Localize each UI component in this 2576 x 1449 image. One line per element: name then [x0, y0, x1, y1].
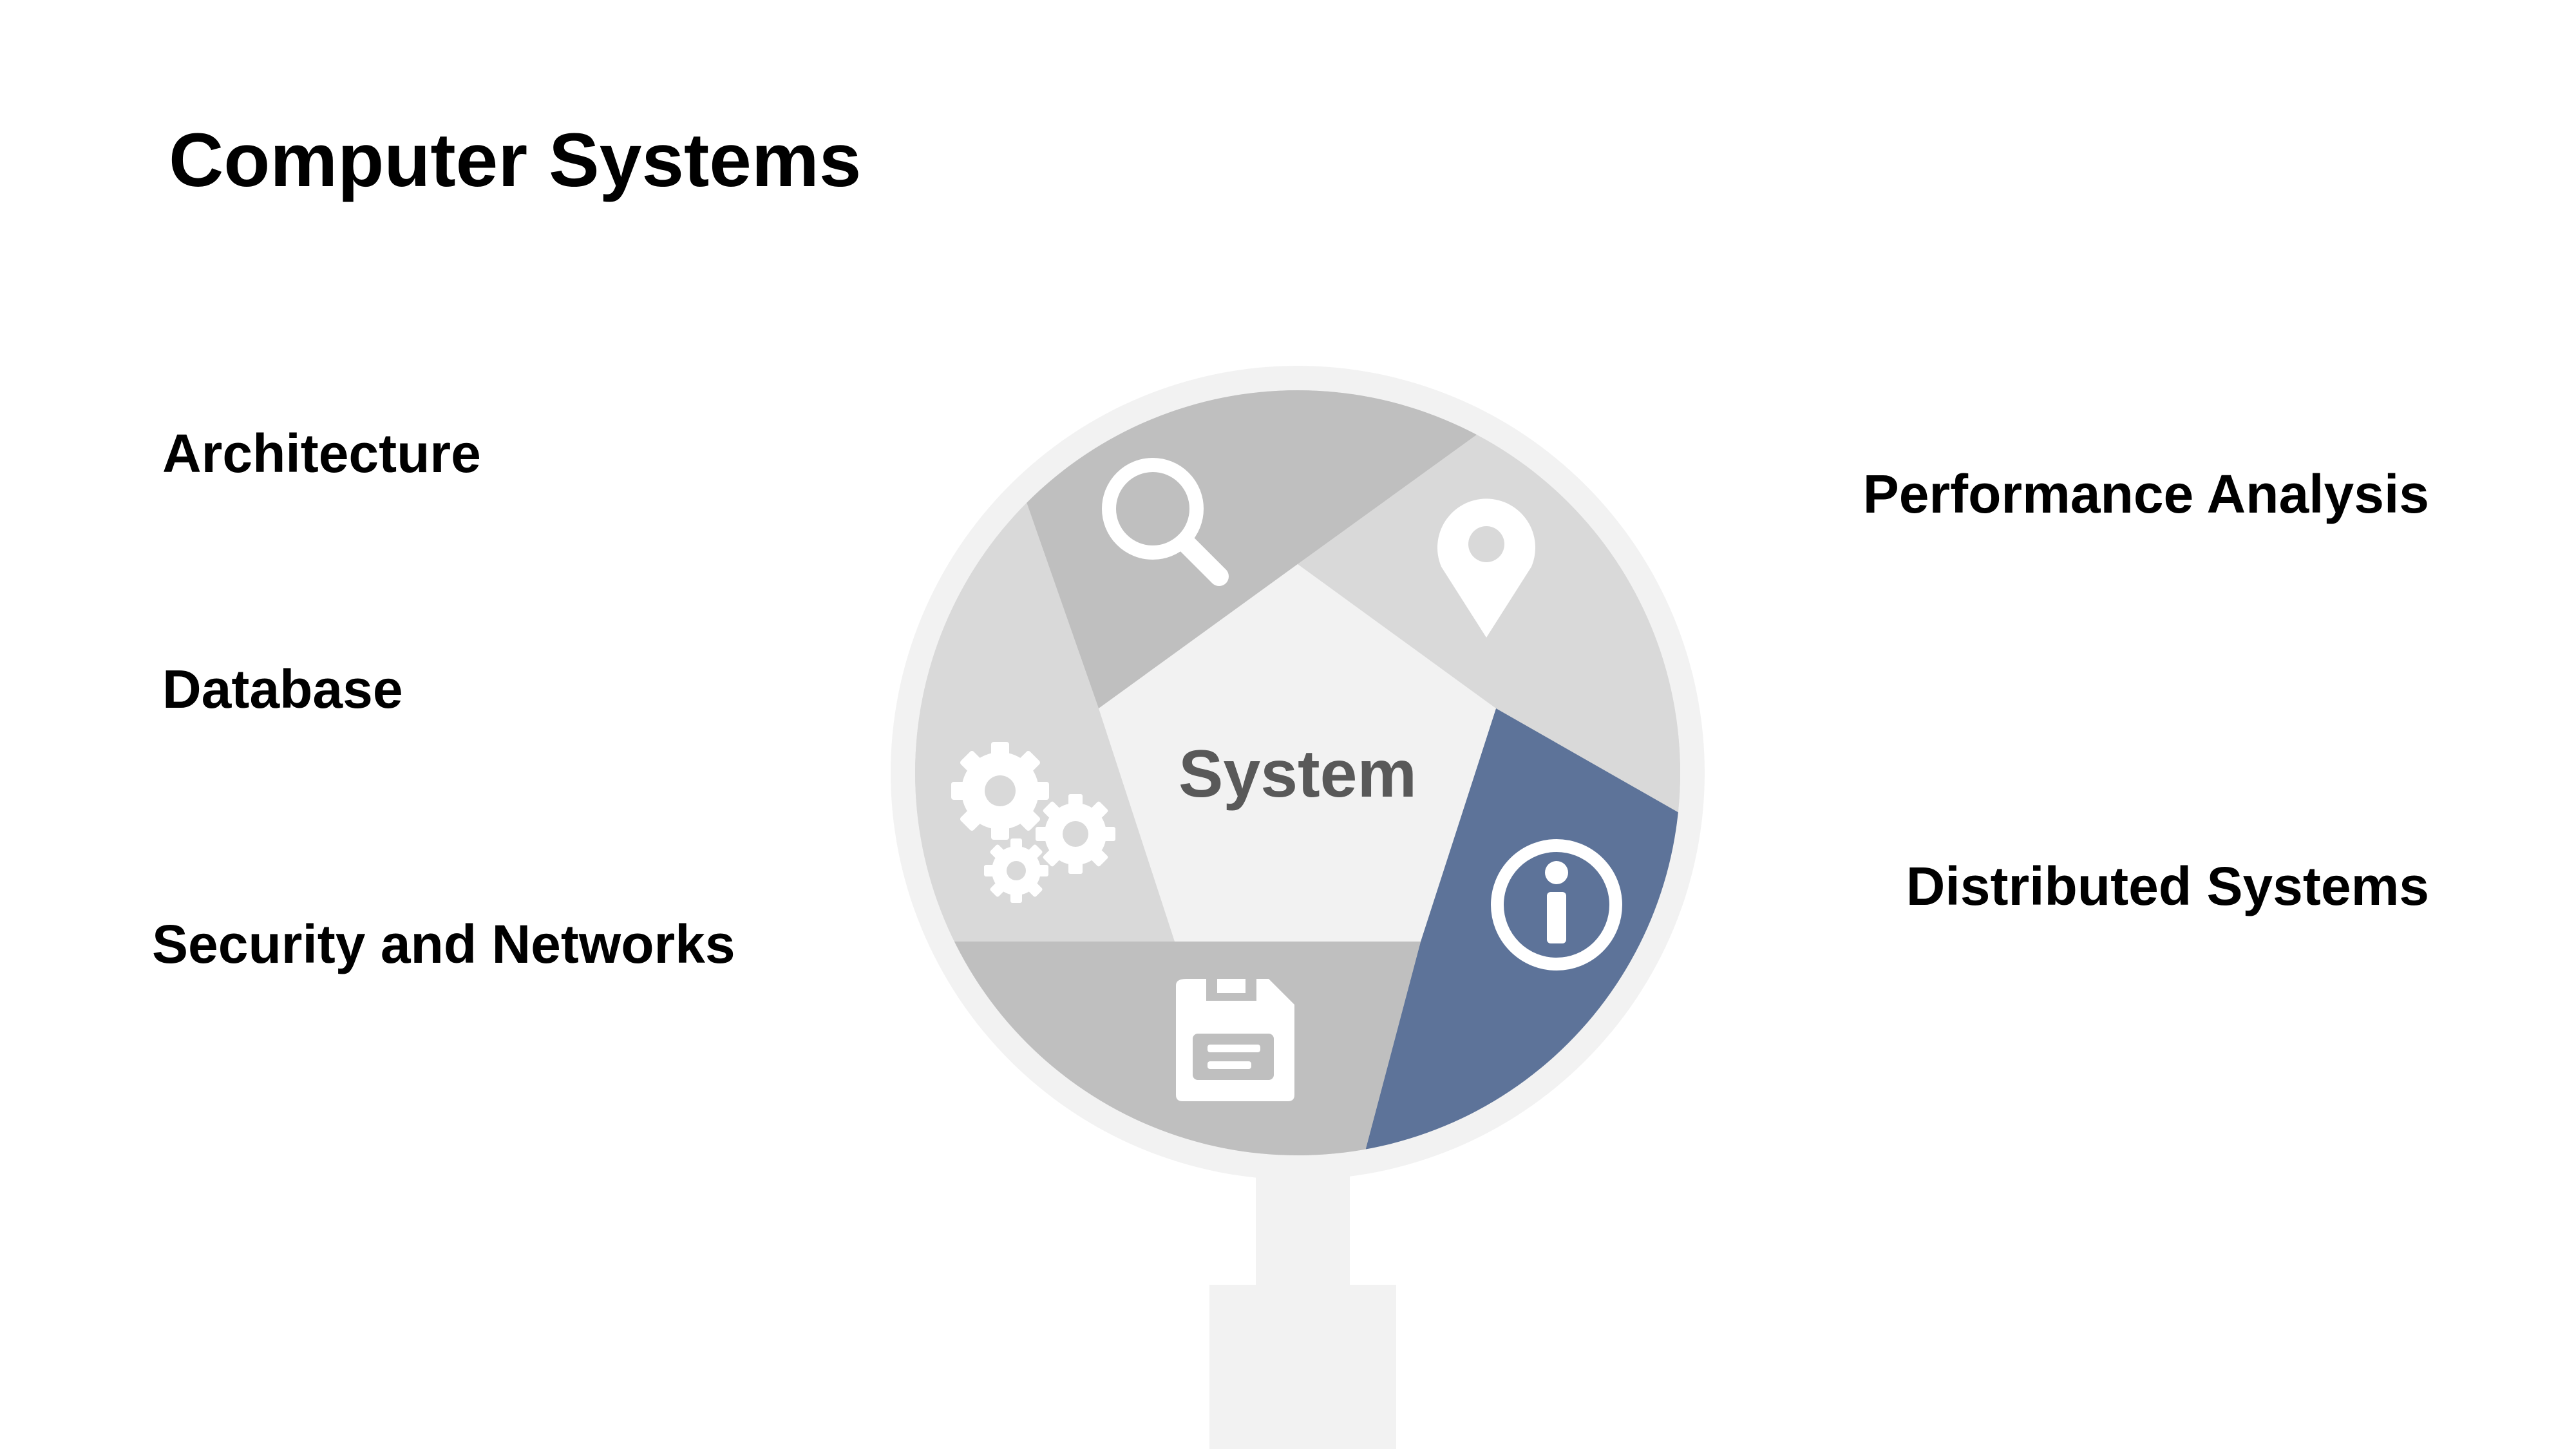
topic-performance-analysis: Performance Analysis: [1862, 464, 2429, 524]
center-label: System: [1179, 737, 1417, 811]
search-icon: [1102, 458, 1229, 586]
topic-security-networks: Security and Networks: [152, 914, 735, 974]
gears-icon: [951, 742, 1115, 903]
floppy-disk-icon: [1176, 979, 1294, 1101]
location-pin-icon: [1437, 498, 1535, 638]
topic-distributed-systems: Distributed Systems: [1906, 856, 2429, 916]
center-pentagon: [1099, 564, 1496, 942]
segment-search: [1018, 390, 1481, 708]
page-title: Computer Systems: [169, 118, 862, 203]
magnifier-handle-neck: [1256, 1172, 1350, 1288]
info-icon: [1491, 839, 1622, 971]
topic-architecture: Architecture: [162, 423, 481, 484]
magnifier-handle: [1209, 1285, 1396, 1449]
topic-database: Database: [162, 659, 403, 719]
